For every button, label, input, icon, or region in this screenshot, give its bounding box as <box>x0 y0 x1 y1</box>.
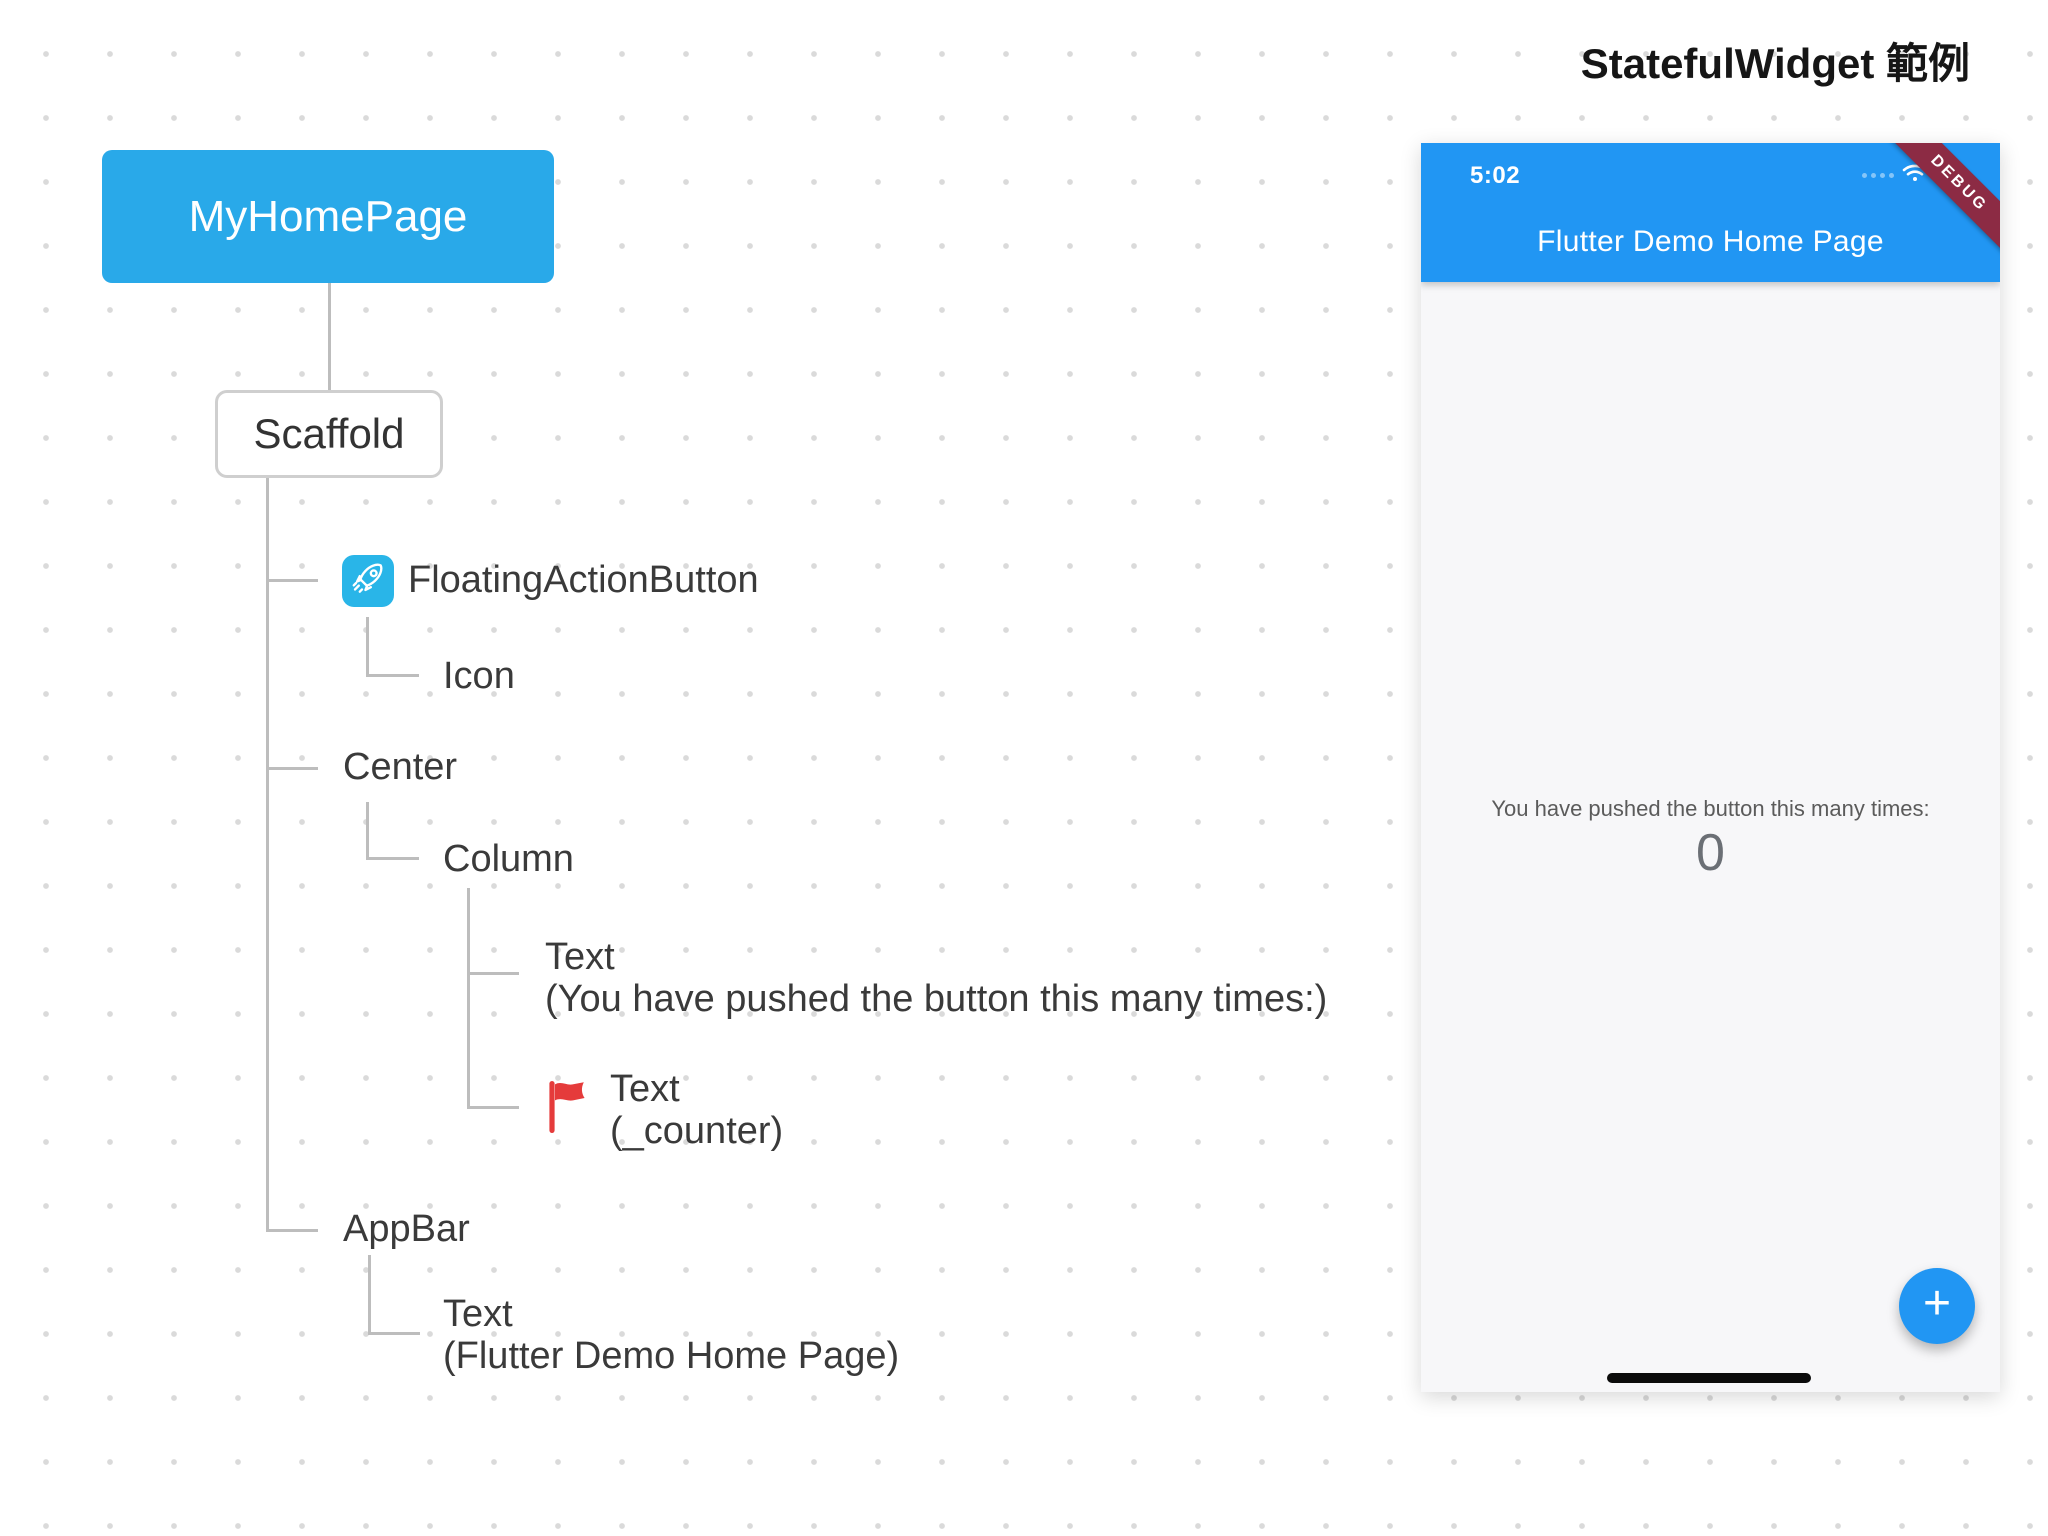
phone-appbar: 5:02 Flutter Demo Home Page <box>1421 143 2000 282</box>
branch-text-push <box>467 972 519 975</box>
counter-value: 0 <box>1696 824 1725 882</box>
trunk-scaffold-children <box>266 478 269 1232</box>
node-scaffold-label: Scaffold <box>253 410 405 457</box>
status-time: 5:02 <box>1470 162 1521 189</box>
node-appbar-label: AppBar <box>343 1208 470 1250</box>
cellular-signal-icon <box>1862 173 1894 178</box>
elbow-center-column-v <box>366 802 369 860</box>
node-myhomepage-label: MyHomePage <box>188 191 468 241</box>
node-myhomepage: MyHomePage <box>102 150 554 283</box>
node-scaffold: Scaffold <box>215 390 443 478</box>
node-text-counter-sub: (_counter) <box>610 1110 784 1152</box>
elbow-fab-icon-v <box>366 617 369 677</box>
node-center-label: Center <box>343 746 458 788</box>
node-text-push-sub: (You have pushed the button this many ti… <box>545 978 1328 1020</box>
node-text-push: Text (You have pushed the button this ma… <box>545 936 1327 1020</box>
branch-appbar <box>266 1229 318 1232</box>
elbow-fab-icon-h <box>366 674 419 677</box>
connector-root-scaffold <box>328 283 331 390</box>
counter-message: You have pushed the button this many tim… <box>1491 796 1930 821</box>
branch-center <box>266 767 318 770</box>
node-appbar-text-sub: (Flutter Demo Home Page) <box>443 1335 900 1377</box>
fab-node-badge <box>342 555 394 607</box>
flag-icon <box>545 1078 591 1136</box>
node-icon-label: Icon <box>443 655 515 697</box>
branch-text-counter <box>467 1106 519 1109</box>
elbow-appbar-text-v <box>368 1255 371 1335</box>
home-indicator-bar[interactable] <box>1607 1373 1811 1383</box>
phone-appbar-title: Flutter Demo Home Page <box>1537 225 1884 258</box>
node-appbar-text: Text (Flutter Demo Home Page) <box>443 1293 899 1377</box>
node-text-counter-label: Text <box>610 1068 680 1110</box>
trunk-column-children <box>467 888 470 1109</box>
fab-increment-button[interactable]: + <box>1899 1268 1975 1344</box>
branch-fab <box>266 579 318 582</box>
node-text-push-label: Text <box>545 936 615 978</box>
elbow-center-column-h <box>366 857 419 860</box>
node-fab-label: FloatingActionButton <box>408 559 759 601</box>
plus-icon: + <box>1922 1277 1952 1330</box>
page-title: StatefulWidget 範例 <box>1580 40 1970 87</box>
node-column-label: Column <box>443 838 574 880</box>
elbow-appbar-text-h <box>368 1332 420 1335</box>
phone-screen: 5:02 Flutter Demo Home Page DEBUG You ha… <box>1421 143 2000 1392</box>
node-text-counter: Text (_counter) <box>610 1068 783 1152</box>
node-appbar-text-label: Text <box>443 1293 513 1335</box>
rocket-icon <box>349 560 387 603</box>
